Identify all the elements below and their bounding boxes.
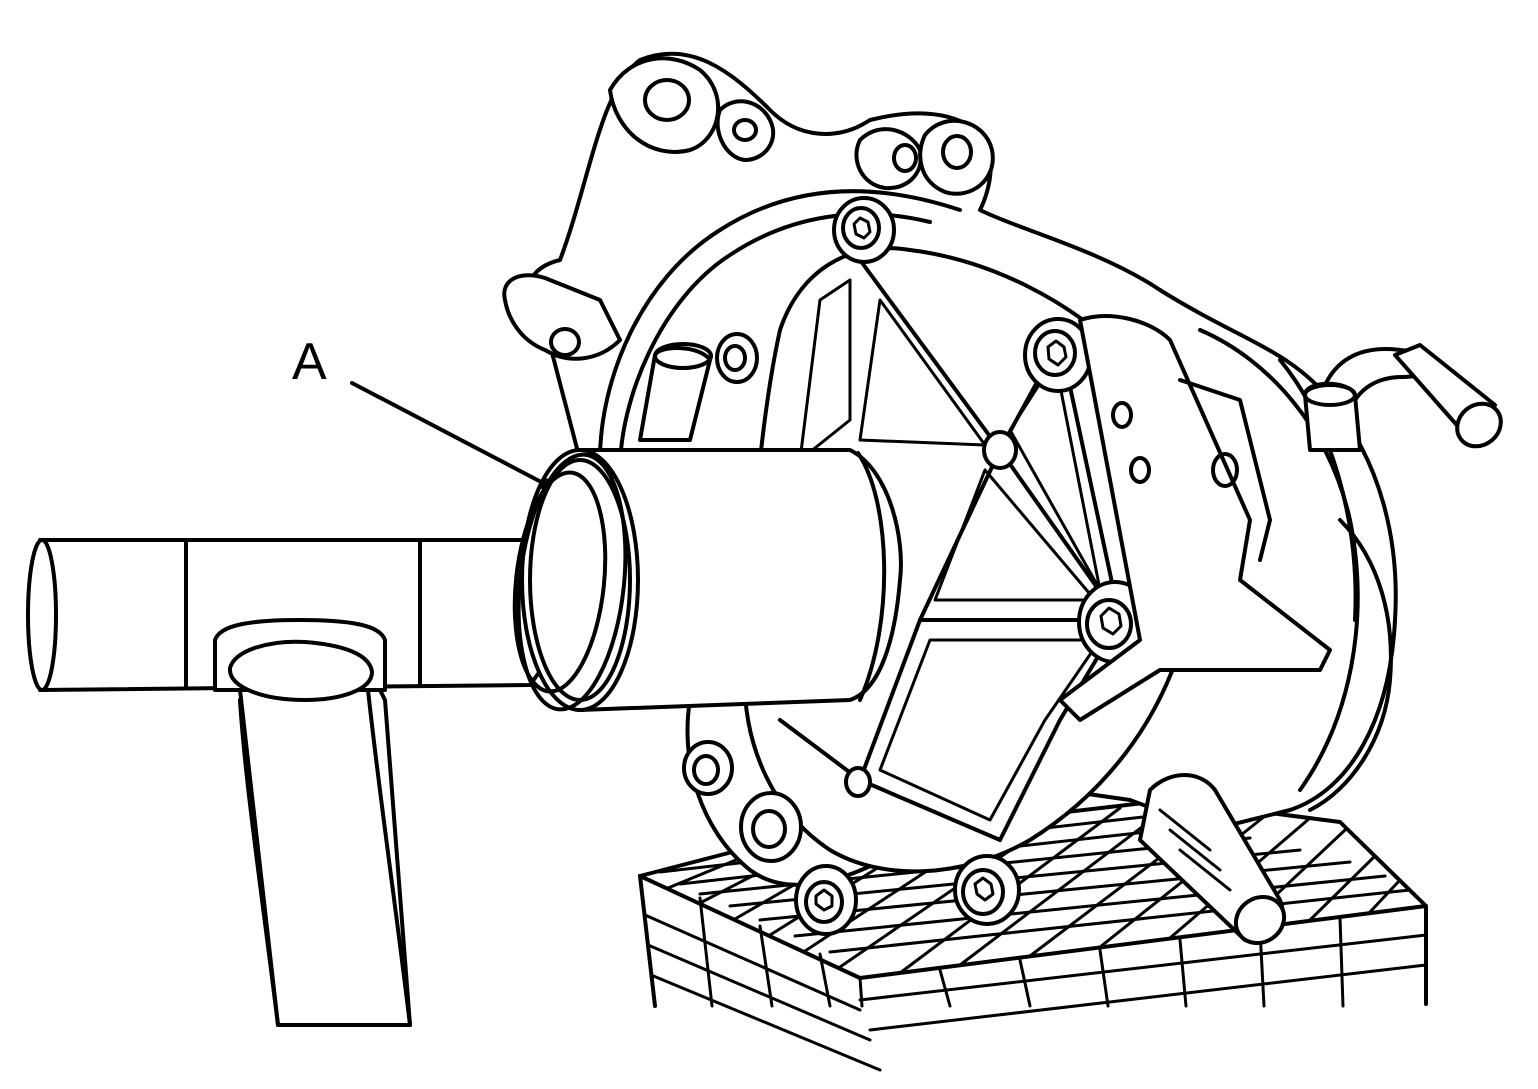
callout-a-leader [350, 381, 551, 490]
installer-handle [238, 661, 412, 1027]
torx-bolts [682, 196, 1153, 936]
callout-label-a: A [292, 333, 327, 391]
vent-pipe [1303, 343, 1503, 452]
output-shaft-stub [1138, 773, 1287, 946]
installer-cup [520, 448, 903, 712]
side-bracket [1058, 314, 1332, 722]
installer-shaft [26, 538, 550, 702]
seal-ring [512, 452, 628, 712]
